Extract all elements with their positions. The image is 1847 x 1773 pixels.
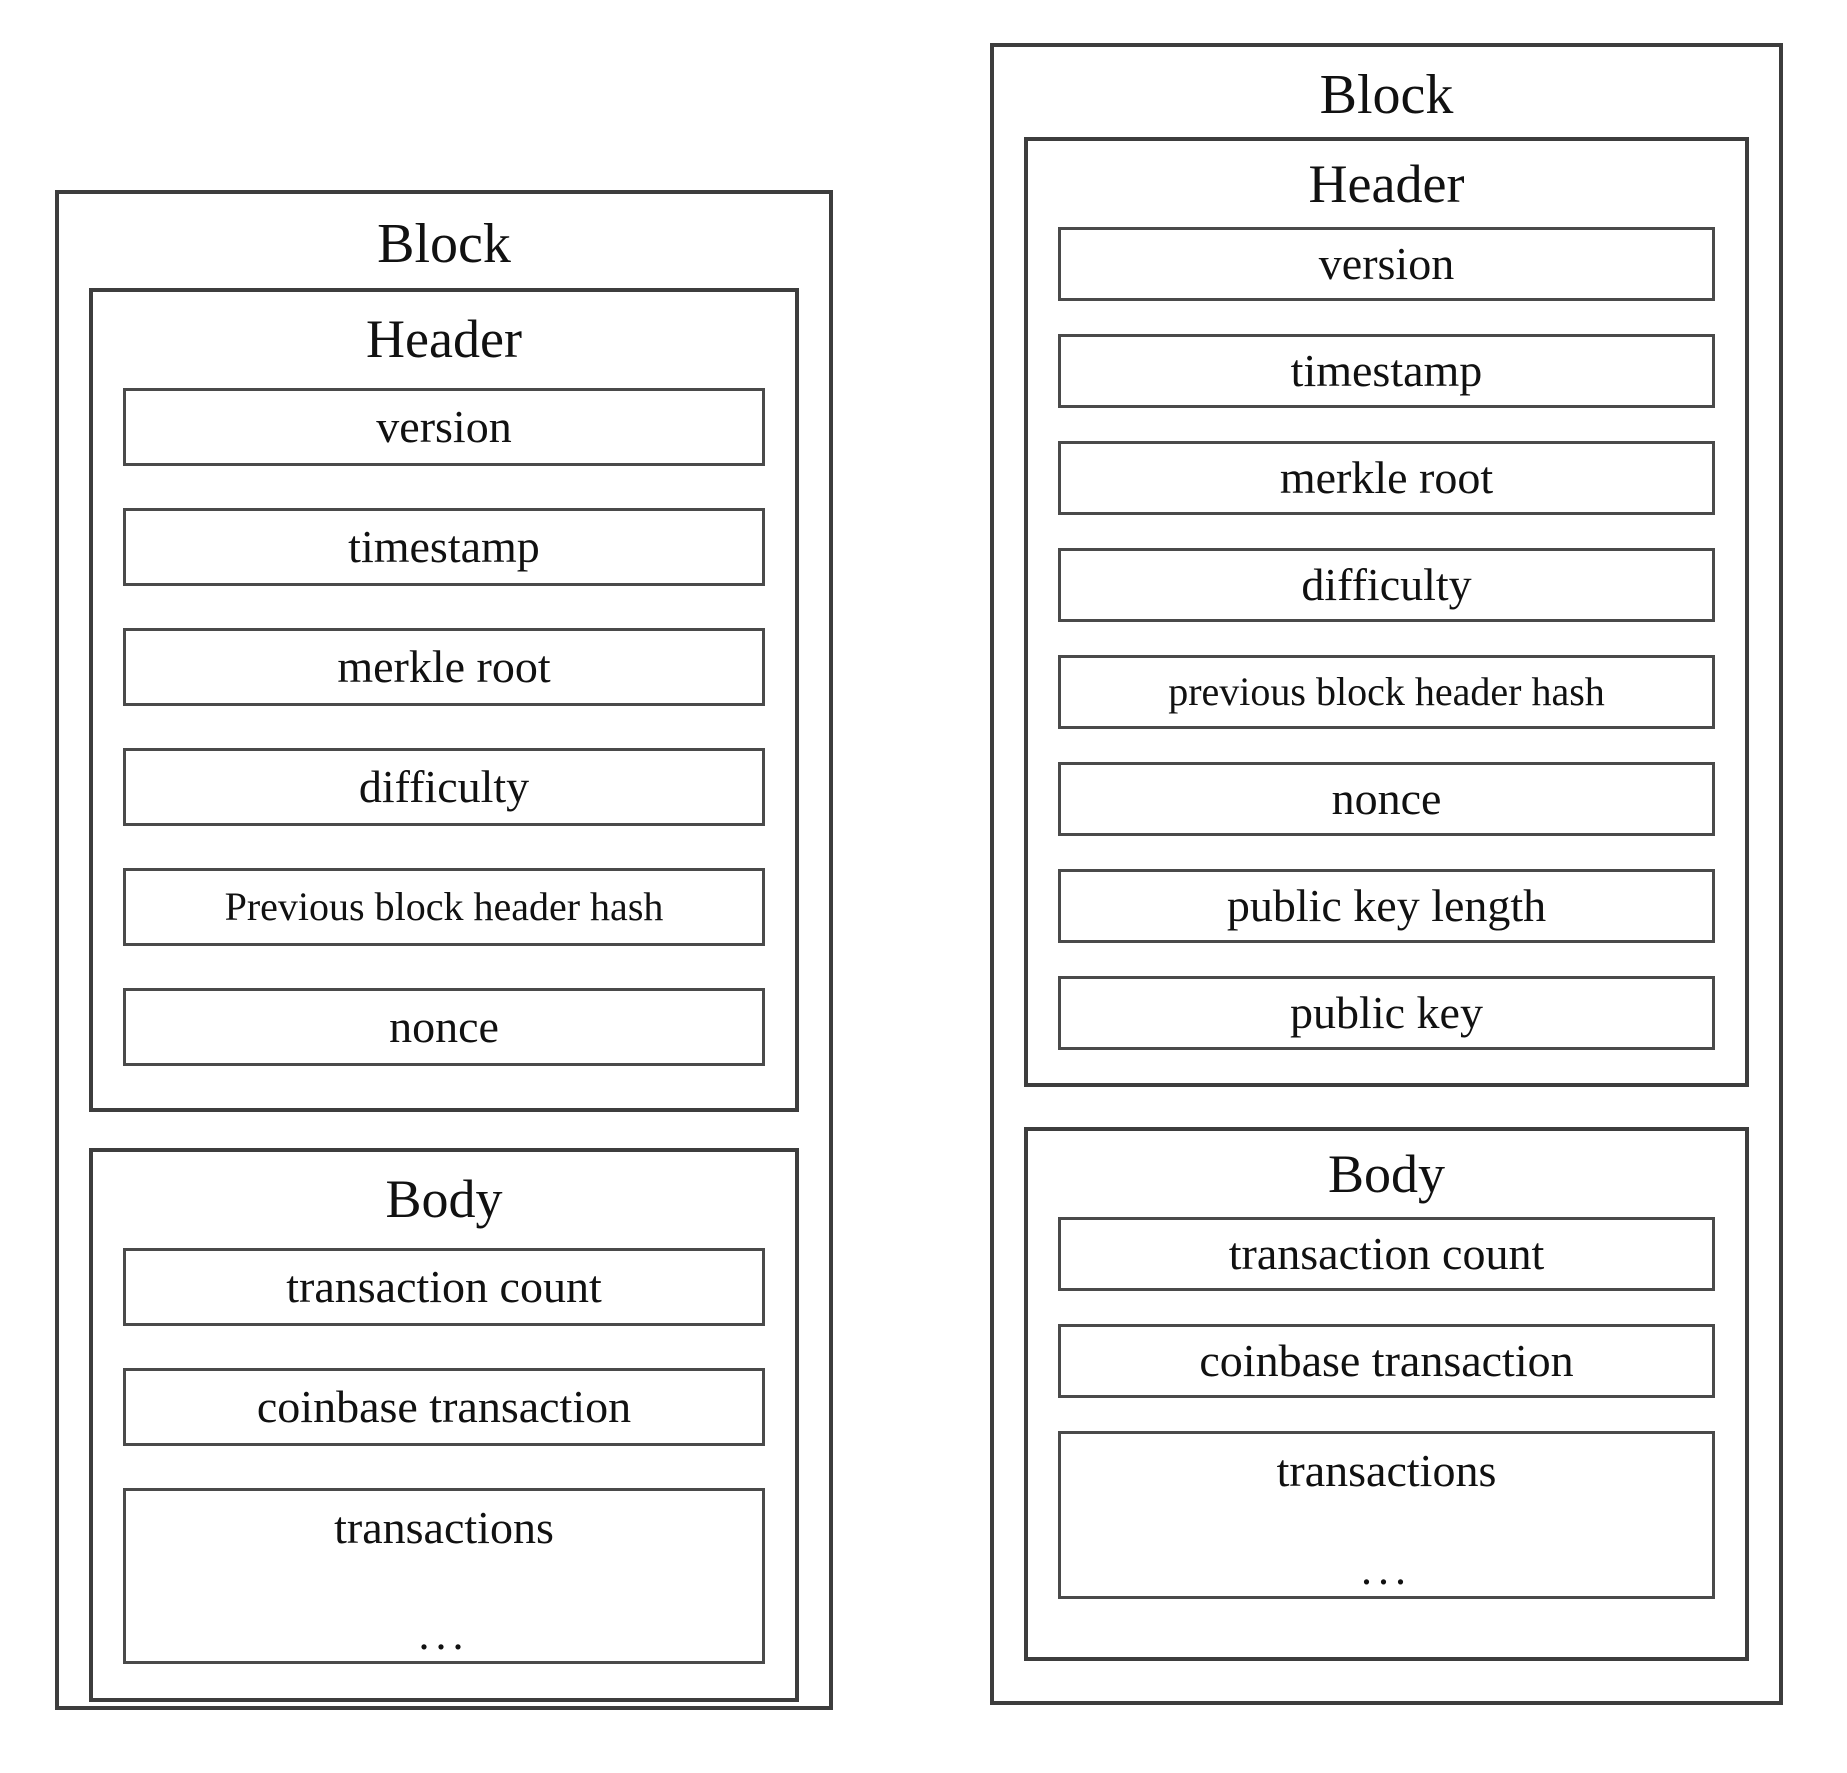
field-difficulty: difficulty (1058, 548, 1715, 622)
field-transaction-count: transaction count (1058, 1217, 1715, 1291)
right-header-section: Header version timestamp merkle root dif… (1024, 137, 1749, 1087)
field-previous-block-header-hash: previous block header hash (1058, 655, 1715, 729)
field-transaction-count: transaction count (123, 1248, 765, 1326)
field-version: version (123, 388, 765, 466)
field-transactions: transactions ... (123, 1488, 765, 1664)
right-block-diagram: Block Header version timestamp merkle ro… (990, 43, 1783, 1705)
left-body-section: Body transaction count coinbase transact… (89, 1148, 799, 1702)
field-merkle-root: merkle root (1058, 441, 1715, 515)
left-header-title: Header (366, 309, 522, 369)
transactions-ellipsis: ... (1361, 1545, 1412, 1595)
right-header-title: Header (1308, 154, 1465, 214)
transactions-label: transactions (1276, 1445, 1497, 1496)
field-timestamp: timestamp (1058, 334, 1715, 408)
field-previous-block-header-hash: Previous block header hash (123, 868, 765, 946)
left-body-title: Body (385, 1169, 503, 1229)
field-coinbase-transaction: coinbase transaction (1058, 1324, 1715, 1398)
field-version: version (1058, 227, 1715, 301)
field-nonce: nonce (123, 988, 765, 1066)
left-block-title: Block (377, 213, 511, 275)
right-block-title: Block (1319, 64, 1454, 126)
field-coinbase-transaction: coinbase transaction (123, 1368, 765, 1446)
right-body-title: Body (1327, 1144, 1446, 1204)
right-body-section: Body transaction count coinbase transact… (1024, 1127, 1749, 1661)
left-block-diagram: Block Header version timestamp merkle ro… (55, 190, 833, 1710)
field-nonce: nonce (1058, 762, 1715, 836)
field-public-key-length: public key length (1058, 869, 1715, 943)
field-public-key: public key (1058, 976, 1715, 1050)
field-merkle-root: merkle root (123, 628, 765, 706)
field-transactions: transactions ... (1058, 1431, 1715, 1599)
transactions-ellipsis: ... (418, 1610, 470, 1660)
field-difficulty: difficulty (123, 748, 765, 826)
transactions-label: transactions (334, 1502, 554, 1553)
left-header-section: Header version timestamp merkle root dif… (89, 288, 799, 1112)
field-timestamp: timestamp (123, 508, 765, 586)
